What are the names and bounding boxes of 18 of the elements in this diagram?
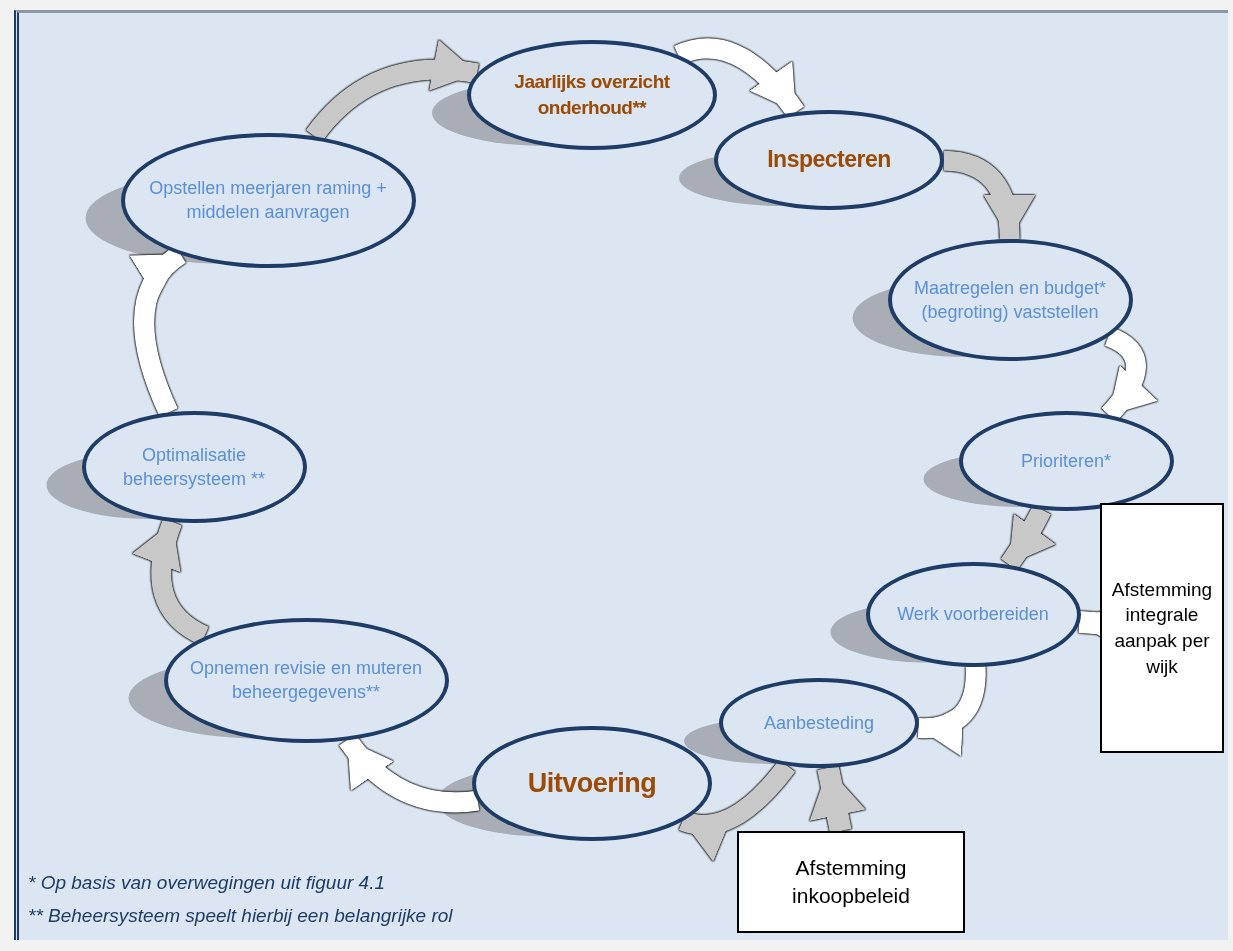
node-label: Maatregelen en budget* (begroting) vaststellen <box>912 276 1108 324</box>
node-label: Afstemming integrale aanpak per wijk <box>1110 577 1214 679</box>
block-arrow <box>809 765 866 834</box>
note-box <box>1100 503 1224 753</box>
footnote: ** Beheersysteem speelt hierbij een belangrijke rol <box>28 905 453 927</box>
node-label: Jaarlijks overzicht onderhoud** <box>513 70 671 120</box>
node-label: Inspecteren <box>767 145 891 175</box>
node-label: Opnemen revisie en muteren beheergegevens** <box>188 656 424 704</box>
node-label: Prioriteren* <box>1020 449 1111 473</box>
node-label: Afstemming inkoopbeleid <box>791 854 911 909</box>
node-label: Uitvoering <box>527 766 657 800</box>
node-label: Optimalisatie beheersysteem ** <box>121 443 267 491</box>
footnote: * Op basis van overwegingen uit figuur 4.1 <box>28 872 385 894</box>
node-label: Werk voorbereiden <box>897 602 1049 626</box>
note-box <box>737 831 965 933</box>
block-arrow <box>918 666 986 755</box>
node-label: Aanbesteding <box>763 711 875 735</box>
node-label: Opstellen meerjaren raming + middelen aanvragen <box>148 176 388 224</box>
